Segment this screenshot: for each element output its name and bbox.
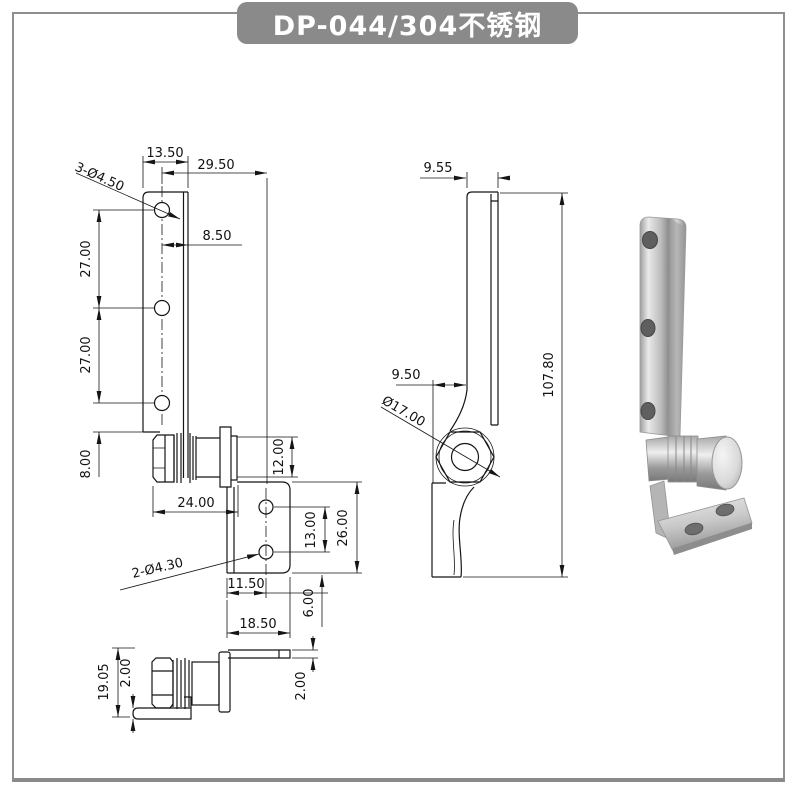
dim-front-top-width: 13.50 (146, 146, 183, 161)
dim-front-boss-od: 12.00 (272, 438, 287, 475)
dim-front-hole-edge: 8.50 (203, 229, 232, 244)
photo-arm-fold (668, 219, 686, 437)
photo-bracket-edge (672, 523, 752, 555)
dim-front-plate-holes: 3-Ø4.50 (72, 160, 126, 195)
dim-bottom-overall-depth: 19.05 (97, 663, 112, 700)
dim-front-hole-bottom: 8.00 (79, 450, 94, 479)
dim-side-arm-offset: 9.50 (392, 368, 421, 383)
dim-bottom-arm-thickness: 2.00 (294, 672, 309, 701)
dim-front-bracket-hole-x: 11.50 (227, 577, 264, 592)
dim-side-boss-dia: Ø17.00 (379, 393, 428, 430)
dim-bottom-plate-thickness: 2.00 (119, 659, 134, 688)
photo-bracket-hole-1 (684, 522, 704, 536)
dim-front-bracket-pitch: 13.00 (304, 511, 319, 548)
dim-front-hole-to-bracket: 29.50 (197, 158, 234, 173)
photo-hole-2 (640, 319, 656, 337)
photo-hole-3 (640, 402, 656, 420)
dim-side-total-height: 107.80 (542, 352, 557, 398)
photo-bracket-hole-2 (715, 503, 735, 517)
dim-front-pitch-lower: 27.00 (79, 336, 94, 373)
dim-side-profile-width: 9.55 (424, 161, 453, 176)
photo-washers (667, 435, 699, 483)
side-view: 9.55 9.50 Ø17.00 107.80 (379, 161, 568, 578)
part-number-banner: DP-044/304不锈钢 (237, 2, 578, 44)
bottom-view: 19.05 2.00 2.00 (97, 636, 318, 733)
dim-front-bracket-width: 18.50 (239, 617, 276, 632)
dim-front-boss-length: 24.00 (177, 496, 214, 511)
front-view: 13.50 29.50 3-Ø4.50 8.50 27.00 27.00 8.0… (72, 146, 362, 638)
product-photo (639, 216, 753, 555)
part-number-label: DP-044/304不锈钢 (272, 10, 543, 42)
photo-hex-nut (645, 436, 672, 482)
dim-front-foot-offset: 6.00 (302, 589, 317, 618)
dim-front-bracket-holes: 2-Ø4.30 (131, 556, 185, 582)
dim-front-pitch-upper: 27.00 (79, 240, 94, 277)
photo-hole-1 (642, 231, 658, 249)
photo-pin-face (711, 436, 743, 490)
dim-front-bracket-height: 26.00 (336, 509, 351, 546)
